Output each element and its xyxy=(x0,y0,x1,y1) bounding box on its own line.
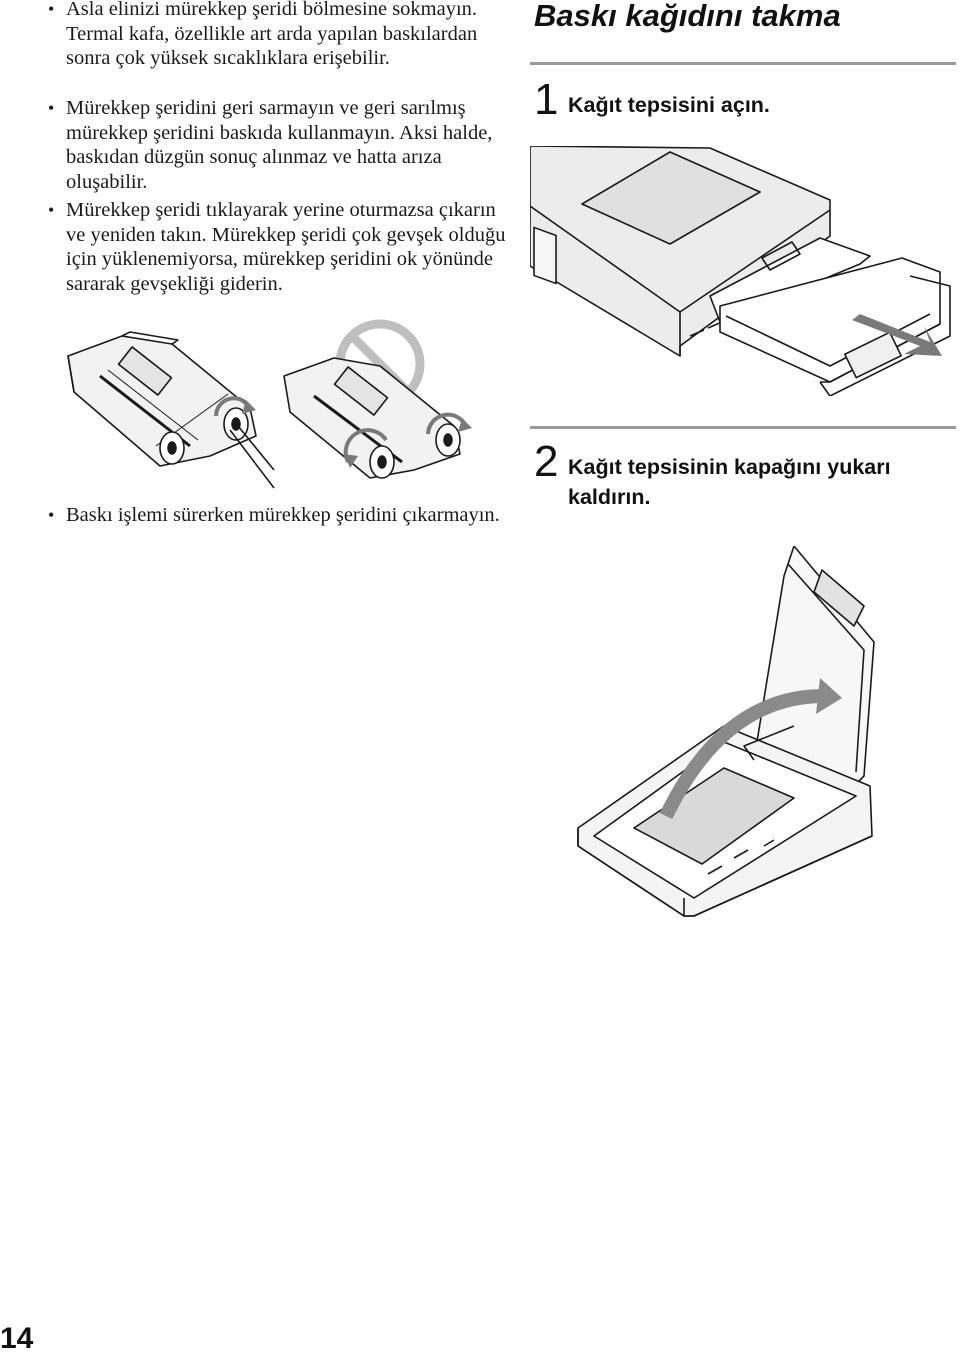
paper-tray-lid-illustration xyxy=(577,546,875,917)
bullet-no-rewind: Mürekkep şeridini geri sarmayın ve geri … xyxy=(46,96,506,194)
page-number: 14 xyxy=(0,1322,34,1355)
step-2: 2 Kağıt tepsisinin kapağını yukarı kaldı… xyxy=(534,440,954,520)
bullet-text: Asla elinizi mürekkep şeridi bölmesine s… xyxy=(66,0,478,70)
step-1: 1 Kağıt tepsisini açın. xyxy=(534,78,954,138)
step-number: 2 xyxy=(534,437,559,486)
ink-ribbon-prohibited-illustration xyxy=(283,319,472,479)
section-rule xyxy=(530,426,956,429)
step-text: Kağıt tepsisinin kapağını yukarı kaldırı… xyxy=(568,455,891,509)
printer-tray-open-illustration xyxy=(530,146,951,396)
bullet-text: Mürekkep şeridi tıklayarak yerine oturma… xyxy=(66,199,506,295)
section-rule xyxy=(530,62,956,65)
ink-ribbon-correct-illustration xyxy=(67,331,275,489)
step-text: Kağıt tepsisini açın. xyxy=(568,93,770,117)
section-title: Baskı kağıdını takma xyxy=(534,0,841,33)
bullet-hand-warning: Asla elinizi mürekkep şeridi bölmesine s… xyxy=(46,0,506,71)
step-number: 1 xyxy=(534,75,559,124)
bullet-text: Mürekkep şeridini geri sarmayın ve geri … xyxy=(66,97,493,193)
bullet-reinsert-ribbon: Mürekkep şeridi tıklayarak yerine oturma… xyxy=(46,198,506,296)
bullet-do-not-remove: Baskı işlemi sürerken mürekkep şeridini … xyxy=(46,503,506,528)
bullet-text: Baskı işlemi sürerken mürekkep şeridini … xyxy=(66,504,500,526)
